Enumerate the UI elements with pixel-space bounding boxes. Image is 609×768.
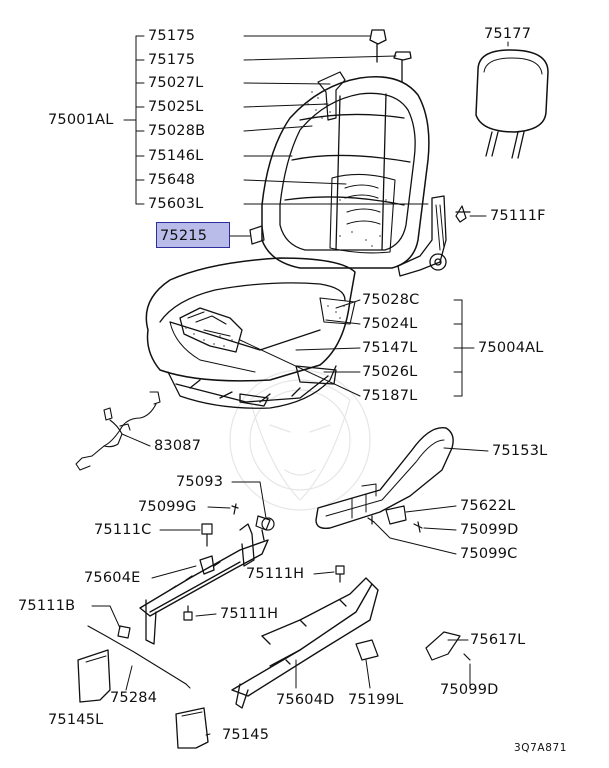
label-75099c[interactable]: 75099C xyxy=(460,546,518,562)
label-75215[interactable]: 75215 xyxy=(160,228,208,244)
bolt-75111f xyxy=(455,205,471,223)
clip-75215 xyxy=(249,225,265,245)
seat-cushion xyxy=(145,257,356,382)
label-75153l[interactable]: 75153L xyxy=(492,443,548,459)
seat-rail-left xyxy=(139,515,271,645)
label-75027l[interactable]: 75027L xyxy=(148,75,204,91)
label-75028b[interactable]: 75028B xyxy=(148,123,206,139)
label-75024l[interactable]: 75024L xyxy=(362,316,418,332)
wire-harness xyxy=(75,391,161,471)
label-75111f[interactable]: 75111F xyxy=(490,208,546,224)
recliner-mechanism xyxy=(397,195,447,277)
headrest xyxy=(475,49,549,159)
label-75099d-2[interactable]: 75099D xyxy=(440,682,499,698)
label-75099d[interactable]: 75099D xyxy=(460,522,519,538)
label-75099g[interactable]: 75099G xyxy=(138,499,197,515)
label-75028c[interactable]: 75028C xyxy=(362,292,420,308)
cover-75145l xyxy=(77,649,111,703)
label-75026l[interactable]: 75026L xyxy=(362,364,418,380)
label-75175-b[interactable]: 75175 xyxy=(148,52,196,68)
screw-75099c xyxy=(367,515,375,525)
diagram-ref-code: 3Q7A871 xyxy=(514,742,568,754)
lever-75617l xyxy=(425,631,461,661)
washer-75093 xyxy=(261,517,275,531)
label-75004al[interactable]: 75004AL xyxy=(478,340,544,356)
label-75648[interactable]: 75648 xyxy=(148,172,196,188)
label-75145l[interactable]: 75145L xyxy=(48,712,104,728)
label-75111h-2[interactable]: 75111H xyxy=(220,606,279,622)
label-75111b[interactable]: 75111B xyxy=(18,598,76,614)
label-75093[interactable]: 75093 xyxy=(176,474,224,490)
screw-75099d xyxy=(413,521,423,533)
label-75147l[interactable]: 75147L xyxy=(362,340,418,356)
label-75604d[interactable]: 75604D xyxy=(276,692,335,708)
seat-rail-right xyxy=(231,577,379,709)
cushion-frame xyxy=(167,365,337,409)
label-75025l[interactable]: 75025L xyxy=(148,99,204,115)
side-shield xyxy=(315,426,454,530)
label-75284[interactable]: 75284 xyxy=(110,690,158,706)
cover-75145 xyxy=(175,707,209,749)
label-75177[interactable]: 75177 xyxy=(484,26,532,42)
highlight-box xyxy=(156,222,230,248)
bolts xyxy=(117,503,345,639)
knob-75622l xyxy=(385,505,407,525)
label-75617l[interactable]: 75617L xyxy=(470,632,526,648)
label-75145[interactable]: 75145 xyxy=(222,727,270,743)
seat-back-stipple xyxy=(307,91,387,247)
label-75603l[interactable]: 75603L xyxy=(148,196,204,212)
label-75604e[interactable]: 75604E xyxy=(84,570,141,586)
seat-back xyxy=(261,76,430,269)
label-75146l[interactable]: 75146L xyxy=(148,148,204,164)
label-75175-a[interactable]: 75175 xyxy=(148,28,196,44)
watermark-emblem xyxy=(229,369,371,511)
label-75199l[interactable]: 75199L xyxy=(348,692,404,708)
cable-75284 xyxy=(87,625,187,685)
leader-lines xyxy=(91,35,509,736)
label-75622l[interactable]: 75622L xyxy=(460,498,516,514)
label-83087[interactable]: 83087 xyxy=(154,438,202,454)
label-75001al[interactable]: 75001AL xyxy=(48,112,114,128)
label-75111c[interactable]: 75111C xyxy=(94,522,152,538)
headrest-guide-clips xyxy=(317,29,412,121)
label-75111h[interactable]: 75111H xyxy=(246,566,305,582)
label-75187l[interactable]: 75187L xyxy=(362,388,418,404)
